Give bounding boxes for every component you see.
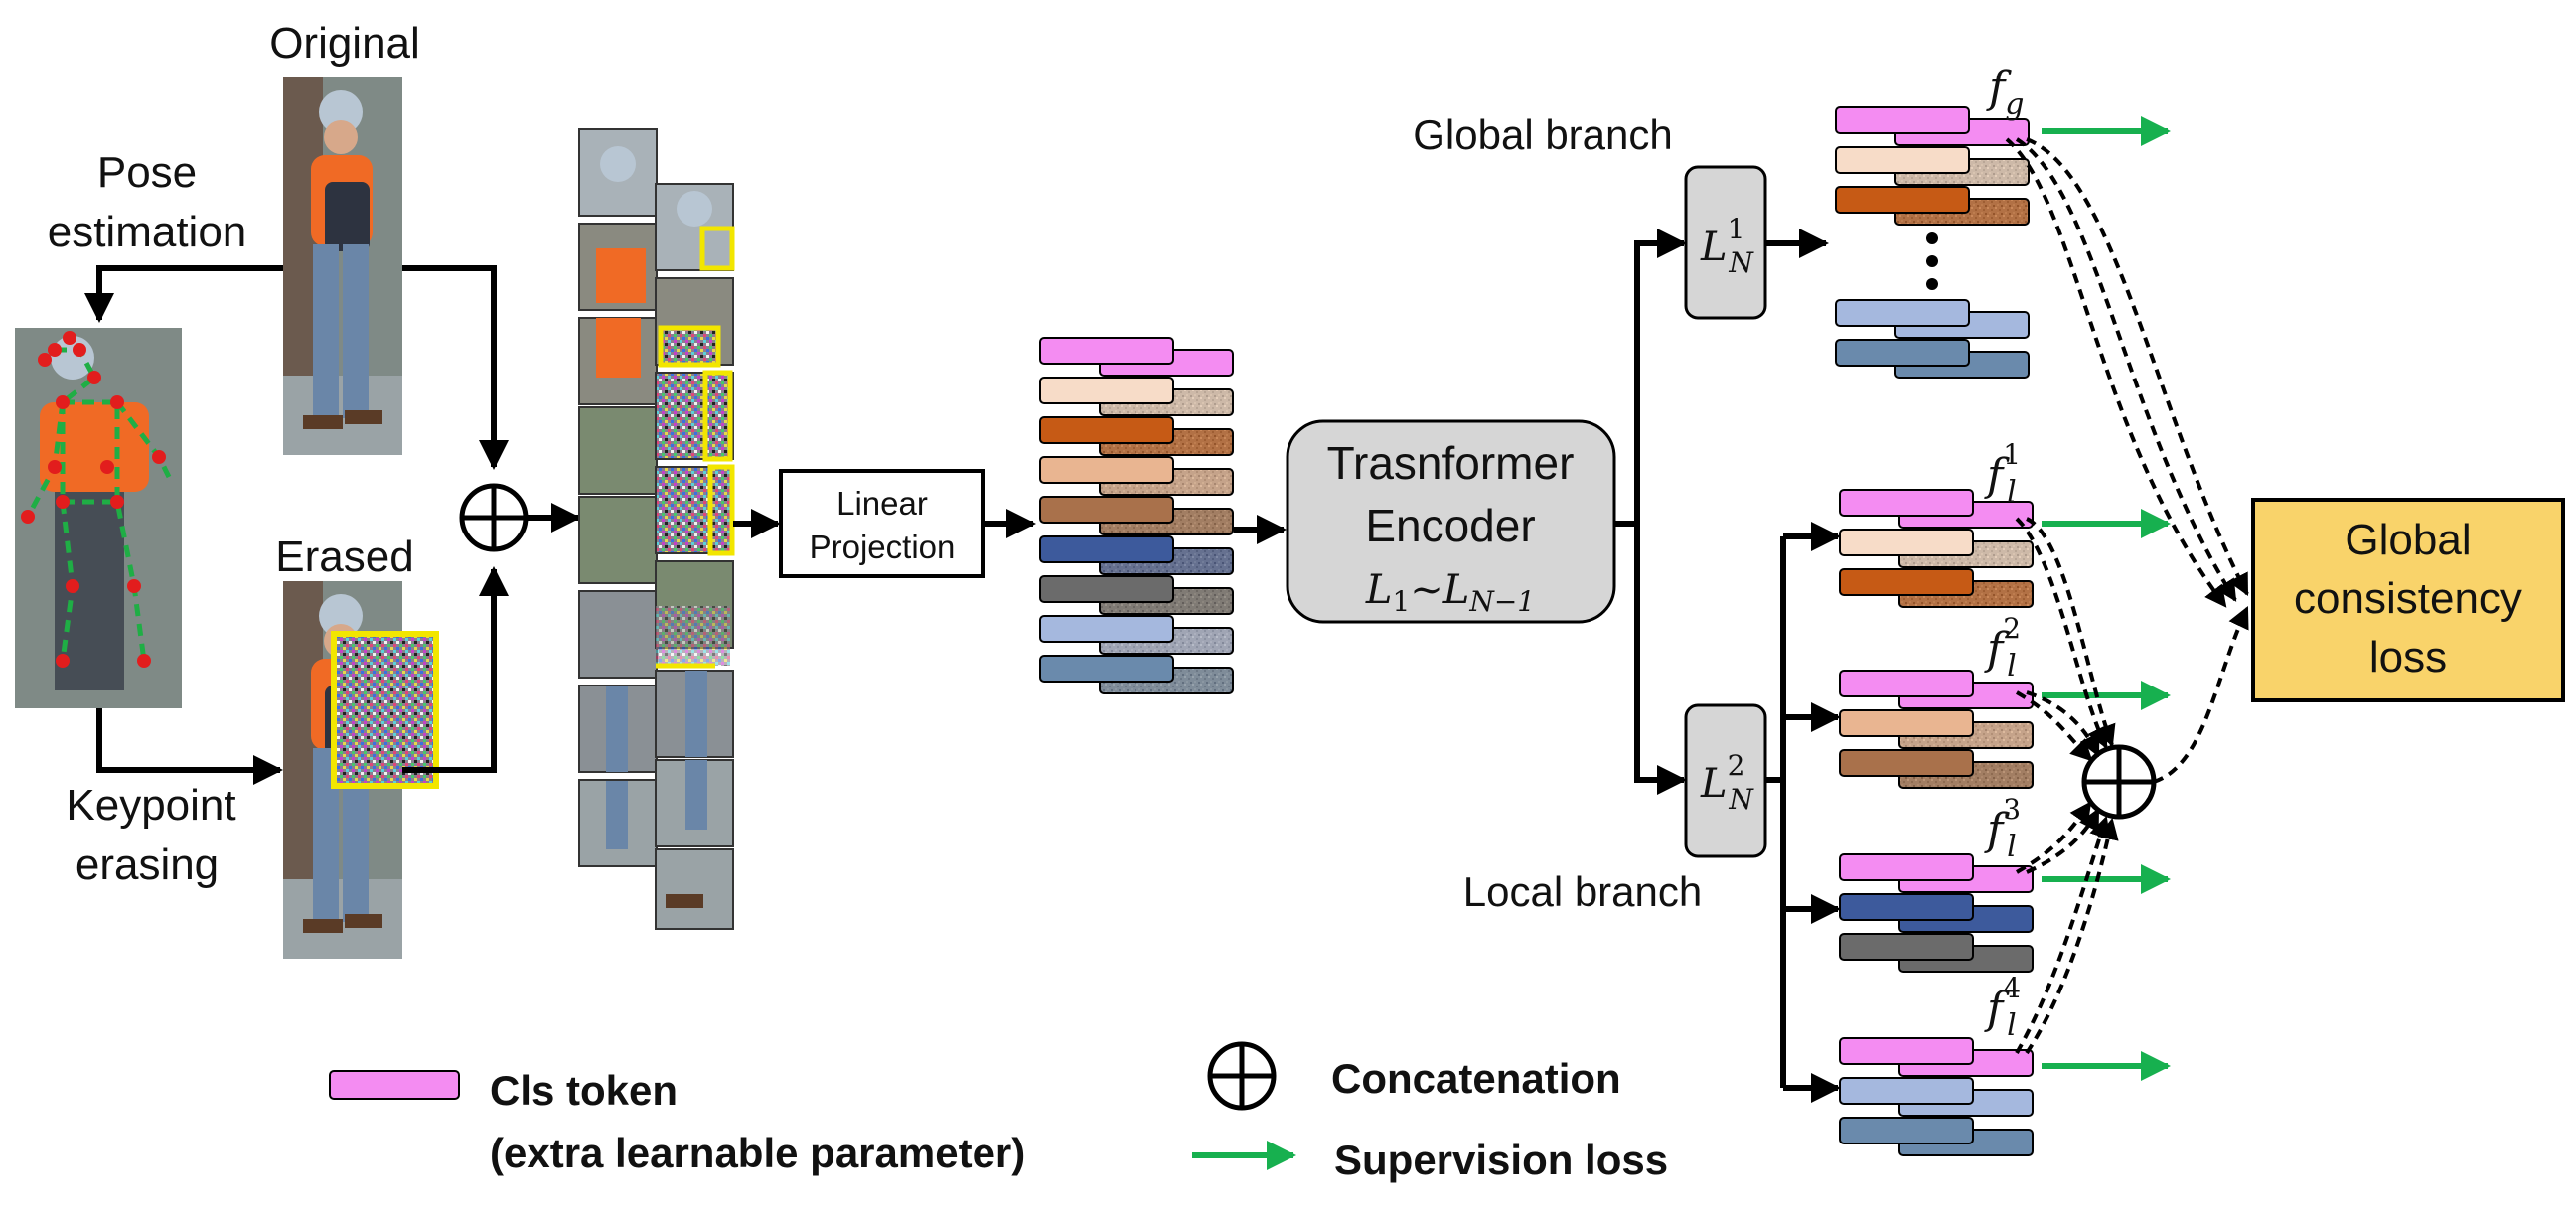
local-token-group-3	[1839, 853, 2034, 973]
svg-text:L2N: L2N	[1700, 749, 1754, 816]
global-token-4	[1835, 299, 1970, 327]
linear-projection-label-2: Projection	[810, 529, 956, 565]
transformer-encoder-box: Trasnformer Encoder L1~LN−1	[1286, 419, 1616, 624]
local-branch-label: Local branch	[1463, 868, 1703, 915]
local-4-token-2	[1839, 1077, 1974, 1105]
local-1-token-3	[1839, 568, 1974, 596]
linear-projection-box: Linear Projection	[779, 469, 985, 578]
input-token-1	[1039, 337, 1174, 365]
concat-icon-input	[459, 483, 529, 552]
encoder-to-local-arrow	[1634, 524, 1687, 795]
global-token-2	[1835, 146, 1970, 174]
pose-estimation-arrow	[84, 265, 283, 323]
ellipsis-dots	[1926, 232, 1938, 290]
encoder-layers-label: L1~LN−1	[1365, 567, 1535, 618]
global-branch-label: Global branch	[1413, 111, 1673, 158]
input-token-7	[1039, 575, 1174, 603]
original-label: Original	[269, 19, 420, 68]
local-token-group-4	[1839, 1037, 2034, 1156]
erased-label: Erased	[275, 533, 413, 581]
legend-cls-sublabel: (extra learnable parameter)	[490, 1130, 1025, 1176]
local-1-token-2	[1839, 529, 1974, 556]
original-to-concat-arrow	[402, 265, 509, 470]
input-token-3	[1039, 416, 1174, 444]
local-3-token-2	[1839, 893, 1974, 921]
input-token-8	[1039, 615, 1174, 643]
legend-cls-label: Cls token	[490, 1067, 678, 1114]
concat-icon-local	[2081, 744, 2157, 820]
input-token-5	[1039, 496, 1174, 524]
local-3-token-3	[1839, 933, 1974, 961]
input-token-6	[1039, 535, 1174, 563]
pose-skeleton-image	[15, 328, 182, 708]
pose-estimation-label-1: Pose	[97, 148, 197, 197]
loss-label-3: loss	[2369, 633, 2447, 682]
loss-label-1: Global	[2345, 516, 2471, 564]
local-1-token-1	[1839, 489, 1974, 517]
local-2-token-2	[1839, 709, 1974, 737]
fg-label: fg	[1986, 63, 2025, 122]
global-token-5	[1835, 339, 1970, 367]
svg-text:L1N: L1N	[1700, 213, 1754, 279]
input-token-4	[1039, 456, 1174, 484]
local-2-token-1	[1839, 670, 1974, 697]
encoder-label-1: Trasnformer	[1327, 437, 1575, 489]
legend-cls-swatch	[329, 1070, 460, 1100]
keypoint-erasing-label-2: erasing	[76, 840, 219, 889]
local-4-token-1	[1839, 1037, 1974, 1065]
global-token-stack	[1835, 106, 2030, 379]
global-token-1	[1835, 106, 1970, 134]
encoder-to-global-arrow	[1634, 229, 1687, 524]
keypoint-erasing-arrow	[96, 708, 283, 785]
input-token-2	[1039, 377, 1174, 404]
keypoint-erasing-label-1: Keypoint	[66, 781, 235, 830]
erased-image	[283, 581, 439, 959]
pose-estimation-label-2: estimation	[48, 208, 247, 256]
legend-supervision-label: Supervision loss	[1334, 1137, 1668, 1183]
global-token-3	[1835, 186, 1970, 214]
local-token-group-2	[1839, 670, 2034, 789]
input-token-stack	[1039, 337, 1234, 694]
loss-label-2: consistency	[2294, 574, 2522, 623]
local-4-token-3	[1839, 1117, 1974, 1144]
legend-concat-icon	[1207, 1041, 1277, 1111]
local-2-token-3	[1839, 749, 1974, 777]
legend: Cls token (extra learnable parameter) Co…	[329, 1041, 1668, 1183]
encoder-label-2: Encoder	[1365, 500, 1535, 551]
local-3-token-1	[1839, 853, 1974, 881]
linear-projection-label-1: Linear	[836, 485, 928, 522]
supervision-arrows	[2042, 116, 2171, 1081]
erased-to-concat-arrow	[402, 566, 509, 773]
legend-concat-label: Concatenation	[1331, 1055, 1621, 1102]
original-image	[283, 77, 402, 455]
input-token-9	[1039, 655, 1174, 683]
global-consistency-loss-box: Global consistency loss	[2251, 498, 2565, 702]
patches-column-2	[655, 183, 735, 930]
dashed-feature-arrows	[2005, 137, 2249, 1055]
local-trunk-line	[1765, 536, 1786, 1088]
local-token-group-1	[1839, 489, 2034, 608]
patches-column-1	[578, 128, 658, 867]
